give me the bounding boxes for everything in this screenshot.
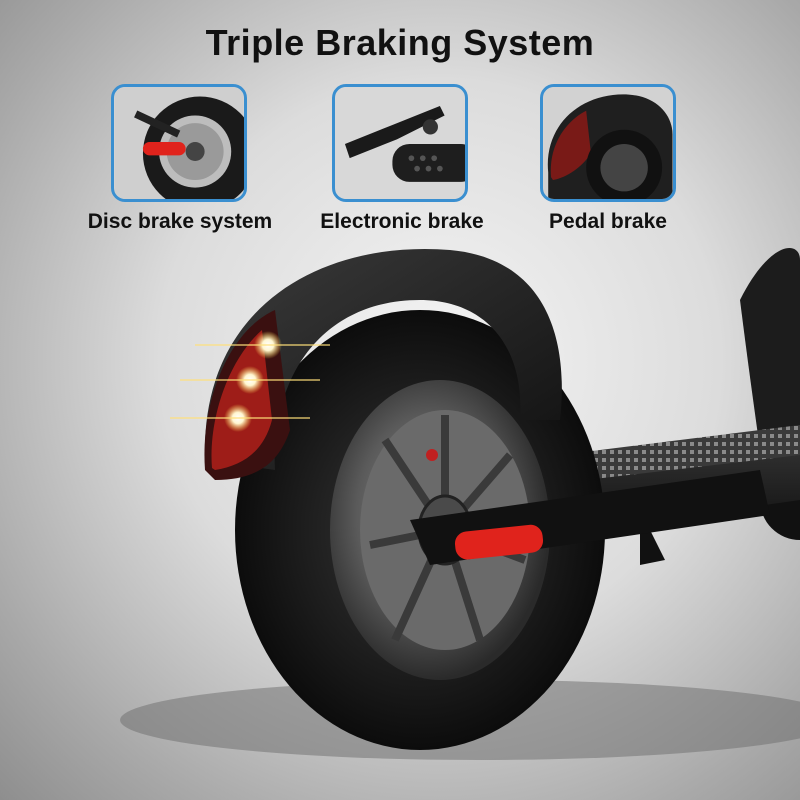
reflector [454, 524, 544, 560]
feature-label-pedal-brake: Pedal brake [549, 210, 667, 233]
rear-fender-thumbnail [540, 84, 676, 202]
disc-brake-thumbnail [111, 84, 247, 202]
feature-label-disc-brake: Disc brake system [87, 210, 273, 233]
page-title: Triple Braking System [205, 22, 595, 63]
feature-label-electronic-brake: Electronic brake [320, 210, 484, 233]
brake-lever-thumbnail [332, 84, 468, 202]
